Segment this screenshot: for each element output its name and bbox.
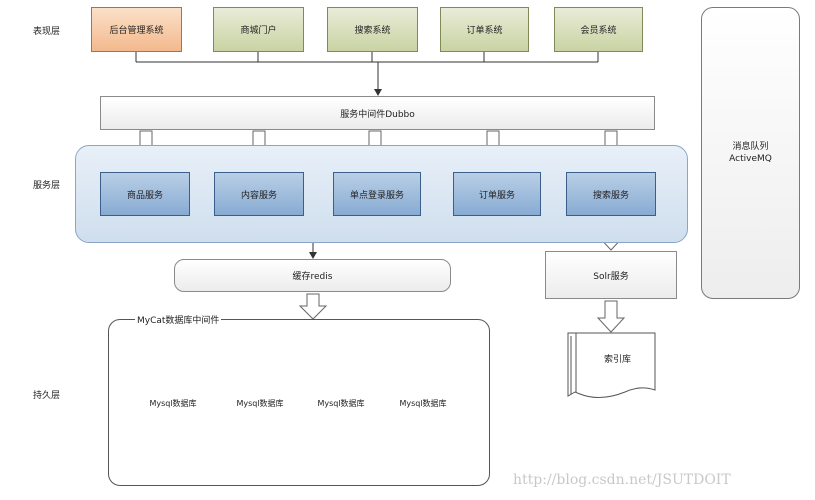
persistence-layer-label: 持久层: [33, 391, 61, 401]
arrow-head-to-dubbo: [374, 89, 382, 96]
dubbo-middleware-box: 服务中间件Dubbo: [100, 96, 655, 130]
message-queue-box: 消息队列 ActiveMQ: [701, 7, 800, 299]
order-system-box: 订单系统: [440, 7, 529, 52]
arrow-head-to-redis: [309, 252, 317, 259]
mysql-database-label-4: Mysql数据库: [399, 398, 447, 408]
mycat-title: MyCat数据库中间件: [135, 313, 222, 326]
mycat-container: [108, 319, 490, 486]
presentation-layer-label: 表现层: [33, 27, 61, 37]
mysql-database-label-2: Mysql数据库: [236, 398, 284, 408]
message-queue-label: 消息队列: [732, 142, 769, 152]
redis-cache-box: 缓存redis: [174, 259, 451, 292]
activemq-label: ActiveMQ: [729, 154, 772, 164]
goods-service-box: 商品服务: [100, 172, 190, 216]
mall-portal-box: 商城门户: [213, 7, 304, 52]
content-service-box: 内容服务: [214, 172, 304, 216]
block-arrow-index: [596, 300, 626, 333]
solr-service-box: Solr服务: [545, 251, 677, 299]
block-arrow-mycat: [298, 293, 328, 320]
index-library-label: 索引库: [603, 354, 631, 365]
watermark-text: http://blog.csdn.net/JSUTDOIT: [513, 472, 731, 488]
admin-system-box: 后台管理系统: [91, 7, 182, 52]
mysql-database-label-1: Mysql数据库: [149, 398, 197, 408]
mysql-database-label-3: Mysql数据库: [317, 398, 365, 408]
member-system-box: 会员系统: [554, 7, 643, 52]
index-document-shape: [567, 332, 656, 398]
search-system-box: 搜索系统: [327, 7, 418, 52]
search-service-box: 搜索服务: [566, 172, 656, 216]
service-layer-label: 服务层: [33, 181, 61, 191]
order-service-box: 订单服务: [453, 172, 541, 216]
sso-service-box: 单点登录服务: [333, 172, 421, 216]
